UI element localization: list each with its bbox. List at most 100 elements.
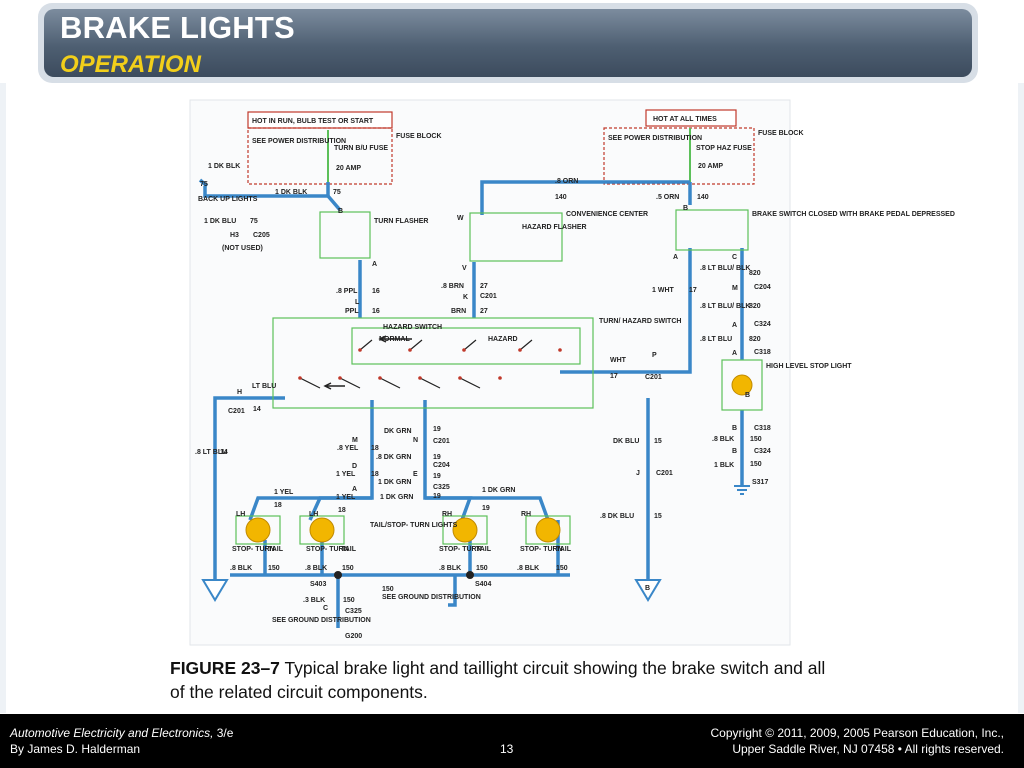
footer-copyright-line1: Copyright © 2011, 2009, 2005 Pearson Edu… [710, 726, 1004, 740]
pin-a1: A [372, 261, 377, 268]
label-c318a: C318 [754, 349, 771, 356]
label-c201c: C201 [228, 408, 245, 415]
label-140a: 140 [555, 194, 567, 201]
label-15a: 15 [654, 438, 662, 445]
pin-p: P [652, 352, 657, 359]
label-150c: 150 [268, 565, 280, 572]
footer-book: Automotive Electricity and Electronics, … [10, 726, 233, 740]
label-820a: 820 [749, 270, 761, 277]
pin-a2: A [673, 254, 678, 261]
label-see-power-r: SEE POWER DISTRIBUTION [608, 135, 702, 142]
label-amp-r: 20 AMP [698, 163, 723, 170]
label-150g: 150 [382, 586, 394, 593]
pin-b6: B [745, 392, 750, 399]
label-c318b: C318 [754, 425, 771, 432]
footer-author: By James D. Halderman [10, 742, 141, 756]
splice-s404 [466, 571, 474, 579]
wires [198, 178, 744, 628]
pin-k: K [463, 294, 468, 301]
label-orn5: .5 ORN [656, 194, 679, 201]
left-margin-rule [0, 83, 6, 713]
fuse-block-right [603, 127, 755, 185]
label-stopturn4: STOP- TURN [520, 546, 563, 553]
label-turn-haz: TURN/ HAZARD SWITCH [599, 318, 681, 325]
label-tail1: TAIL [268, 546, 284, 553]
label-backup: BACK UP LIGHTS [198, 196, 258, 203]
label-haz-switch: HAZARD SWITCH [383, 324, 442, 331]
label-ltblu8: .8 LT BLU [700, 336, 732, 343]
label-ltblublk2: .8 LT BLU/ BLK [700, 303, 750, 310]
arrow-normal [378, 335, 412, 343]
tail-lights [235, 515, 571, 545]
label-dkblu8: .8 DK BLU [600, 513, 634, 520]
label-see-ground2: SEE GROUND DISTRIBUTION [272, 617, 371, 624]
label-18c: 18 [274, 502, 282, 509]
label-17b: 17 [610, 373, 618, 380]
label-amp-l: 20 AMP [336, 165, 361, 172]
label-19c: 19 [433, 473, 441, 480]
label-c201a: C201 [480, 293, 497, 300]
label-yel1: 1 YEL [336, 471, 356, 478]
label-c201d: C201 [433, 438, 450, 445]
label-75b: 75 [333, 189, 341, 196]
pin-h: H [237, 389, 242, 396]
label-hlsl: HIGH LEVEL STOP LIGHT [766, 363, 852, 370]
label-dkgrn1a: 1 DK GRN [378, 479, 411, 486]
label-19b: 19 [433, 454, 441, 461]
label-dkgrn8: .8 DK GRN [376, 454, 411, 461]
pin-w: W [457, 215, 464, 222]
label-75a: 75 [200, 181, 208, 188]
pin-c2: C [323, 605, 328, 612]
pin-l: L [355, 299, 360, 306]
hlsl-bulb [731, 374, 753, 396]
label-14a: 14 [253, 406, 261, 413]
label-g200: G200 [345, 633, 362, 640]
label-yel8: .8 YEL [337, 445, 359, 452]
right-margin-rule [1018, 83, 1024, 713]
label-s317: S317 [752, 479, 768, 486]
label-820b: 820 [749, 303, 761, 310]
label-blk8a: .8 BLK [712, 436, 734, 443]
footer-copyright-line2: Upper Saddle River, NJ 07458 • All right… [732, 742, 1004, 756]
label-brake-switch: BRAKE SWITCH CLOSED WITH BRAKE PEDAL DEP… [752, 211, 955, 218]
label-16a: 16 [372, 288, 380, 295]
label-c204b: C204 [433, 462, 450, 469]
label-rh2: RH [521, 511, 531, 518]
label-18a: 18 [371, 445, 379, 452]
label-18b: 18 [371, 471, 379, 478]
label-blk1: 1 BLK [714, 462, 734, 469]
label-rh1: RH [442, 511, 452, 518]
switch-contacts [299, 339, 533, 389]
contact-points [298, 348, 562, 380]
label-brn8: .8 BRN [441, 283, 464, 290]
label-yel1b: 1 YEL [274, 489, 294, 496]
pin-b1: B [338, 208, 343, 215]
label-blk8e: .8 BLK [517, 565, 539, 572]
label-27b: 27 [480, 308, 488, 315]
splice-s403 [334, 571, 342, 579]
label-stopturn1: STOP- TURN [232, 546, 275, 553]
title-bar [44, 9, 972, 77]
label-brn: BRN [451, 308, 466, 315]
label-s403: S403 [310, 581, 326, 588]
label-150a: 150 [750, 436, 762, 443]
brake-switch-box [675, 209, 749, 251]
pin-c: C [732, 254, 737, 261]
turn-hazard-switch-box [272, 317, 594, 409]
label-c204a: C204 [754, 284, 771, 291]
pin-a4: A [732, 350, 737, 357]
label-blk8c: .8 BLK [305, 565, 327, 572]
label-dkblk2: 1 DK BLK [275, 189, 307, 196]
label-ppl: PPL [345, 308, 359, 315]
label-yel1c: 1 YEL [336, 494, 356, 501]
label-h3: H3 [230, 232, 239, 239]
label-hazard: HAZARD [488, 336, 518, 343]
label-orn8: .8 ORN [555, 178, 578, 185]
pin-j: J [636, 470, 640, 477]
pin-b5: B [645, 585, 650, 592]
page-number: 13 [500, 742, 514, 756]
label-19d: 19 [433, 493, 441, 500]
label-hot-all: HOT AT ALL TIMES [653, 116, 717, 123]
label-tail2: TAIL [341, 546, 357, 553]
